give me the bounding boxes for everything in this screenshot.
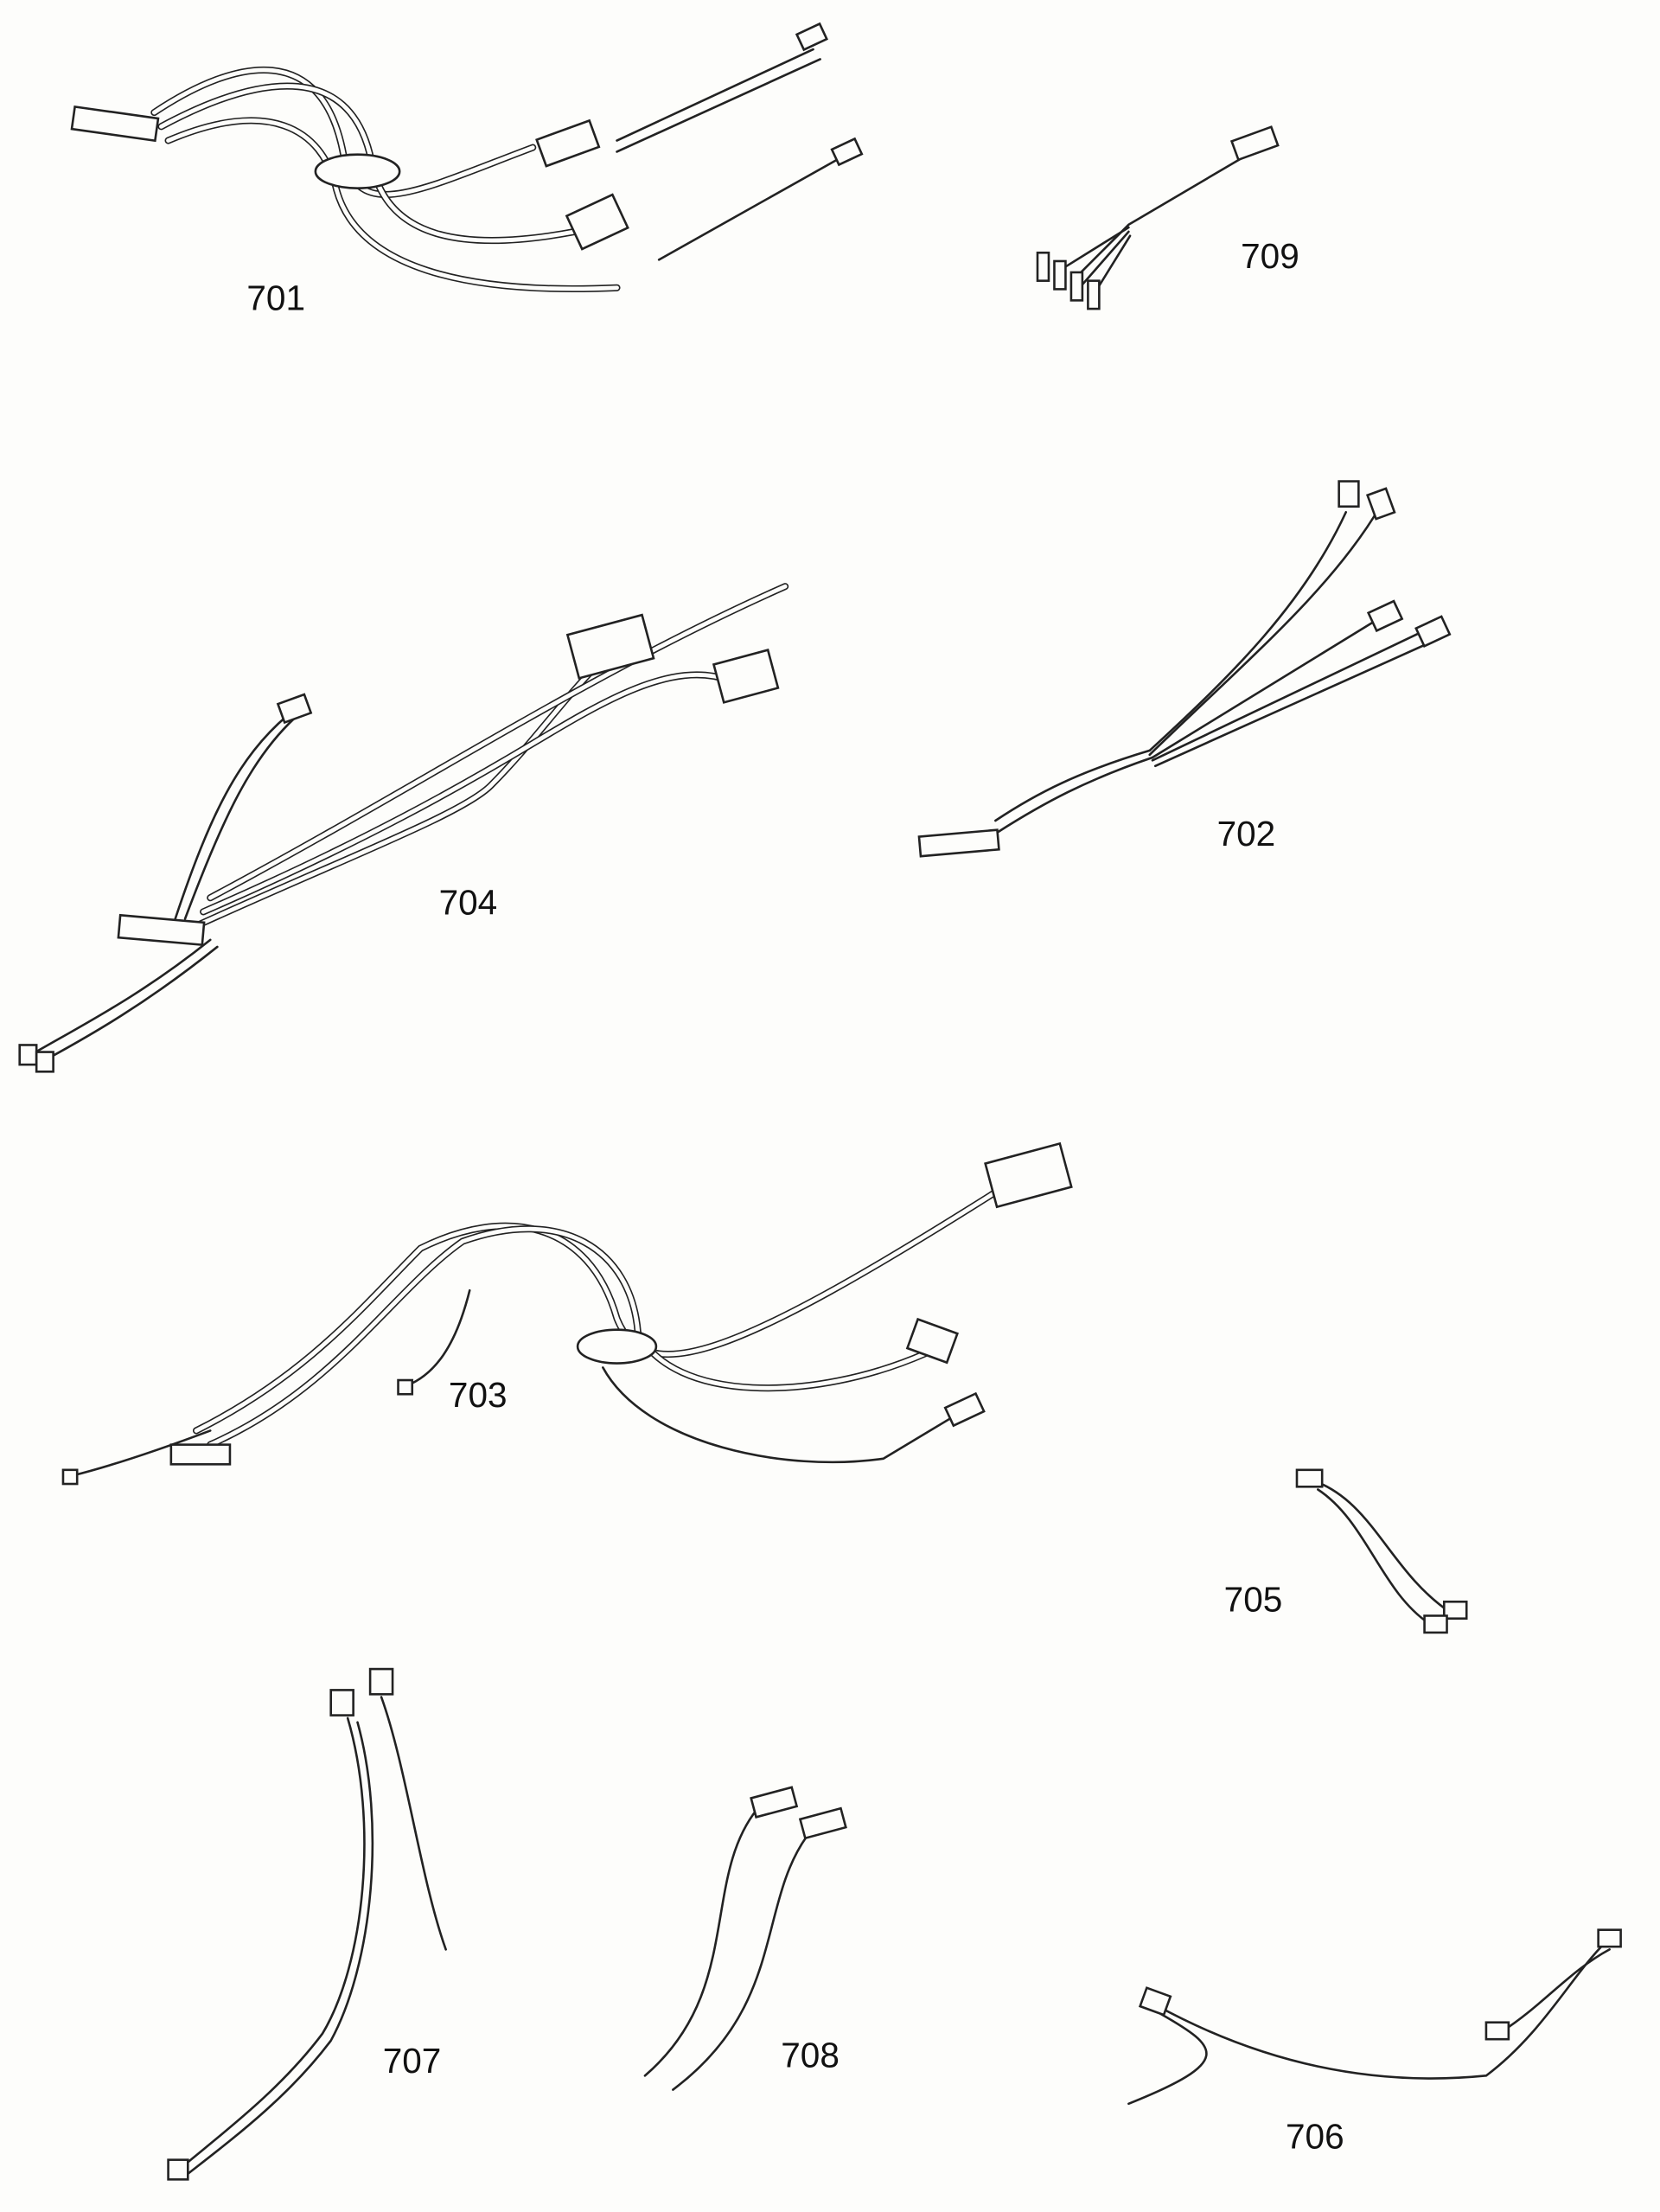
harness-707: 707 bbox=[167, 1667, 447, 2181]
part-label-707: 707 bbox=[383, 2041, 442, 2081]
harness-703: 703 bbox=[61, 1141, 1073, 1486]
harness-706: 706 bbox=[1127, 1928, 1622, 2157]
harness-708: 708 bbox=[643, 1786, 847, 2091]
harness-704: 704 bbox=[18, 583, 789, 1073]
harness-709: 709 bbox=[1036, 125, 1299, 310]
part-label-704: 704 bbox=[439, 883, 498, 923]
part-label-708: 708 bbox=[781, 2036, 840, 2075]
part-label-705: 705 bbox=[1224, 1580, 1283, 1620]
harness-705: 705 bbox=[1224, 1468, 1468, 1634]
harness-702: 702 bbox=[917, 480, 1452, 858]
part-label-701: 701 bbox=[246, 278, 305, 318]
part-label-706: 706 bbox=[1286, 2117, 1344, 2157]
part-label-703: 703 bbox=[449, 1375, 508, 1415]
part-label-709: 709 bbox=[1241, 236, 1299, 276]
part-label-702: 702 bbox=[1217, 814, 1276, 853]
harness-701: 701 bbox=[70, 22, 864, 318]
